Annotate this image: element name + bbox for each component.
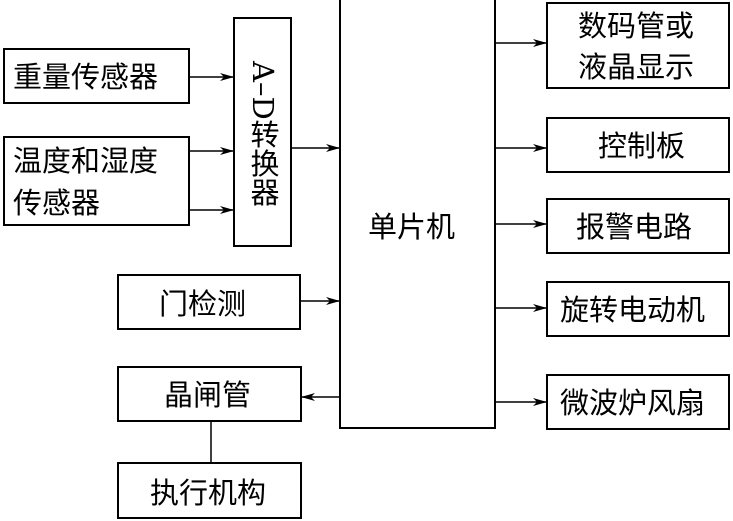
microwave-fan-block: 微波炉风扇 [546,374,730,430]
display-label-line1: 数码管或 [578,9,695,43]
control-panel-block: 控制板 [546,117,730,173]
door-detect-label: 门检测 [159,287,247,321]
display-label-line2: 液晶显示 [578,50,695,84]
actuator-label: 执行机构 [150,476,267,510]
temp-humidity-sensor-label-line1: 温度和湿度 [13,144,159,178]
temp-humidity-sensor-block: 温度和湿度 传感器 [3,136,190,226]
ad-converter-block: A–D转换器 [233,17,292,247]
temp-humidity-sensor-label-line2: 传感器 [13,186,101,220]
microwave-fan-label: 微波炉风扇 [560,386,706,420]
actuator-block: 执行机构 [117,462,302,519]
weight-sensor-label: 重量传感器 [13,60,159,94]
thyristor-block: 晶闸管 [117,366,302,422]
display-block: 数码管或 液晶显示 [546,2,730,89]
weight-sensor-block: 重量传感器 [3,48,190,104]
alarm-circuit-label: 报警电路 [576,210,693,244]
door-detect-block: 门检测 [117,274,301,330]
ad-converter-label: A–D转换器 [246,60,280,207]
mcu-block: 单片机 [339,0,496,429]
thyristor-label: 晶闸管 [164,378,252,412]
rotating-motor-label: 旋转电动机 [560,293,706,327]
alarm-circuit-block: 报警电路 [546,198,730,254]
rotating-motor-block: 旋转电动机 [546,281,730,337]
control-panel-label: 控制板 [598,129,686,163]
mcu-label: 单片机 [368,210,456,244]
